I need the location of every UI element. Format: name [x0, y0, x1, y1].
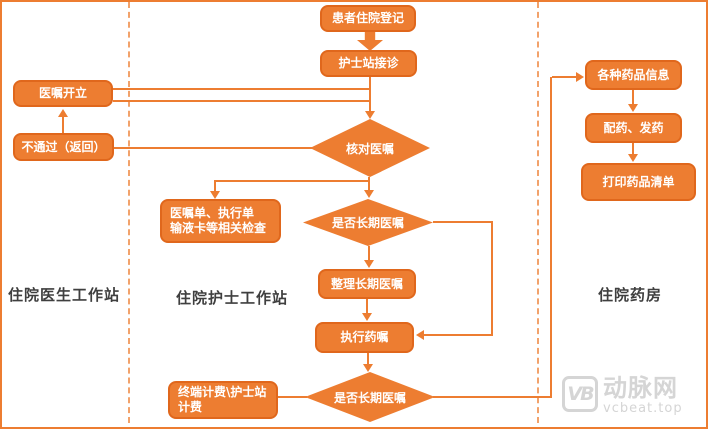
flow-node-label: 配药、发药	[603, 120, 664, 135]
vcbeat-logo: VB 动脉网 vcbeat.top	[562, 376, 683, 415]
flow-node-nurse-reception: 护士站接诊	[320, 50, 417, 77]
arrowhead-into-print	[628, 154, 638, 162]
connector-order-creation-out	[113, 100, 371, 102]
vcbeat-logo-mark-icon: VB	[562, 376, 598, 412]
arrowhead-into-organize	[364, 260, 374, 268]
flow-node-patient-registration: 患者住院登记	[320, 5, 416, 32]
decision-label: 是否长期医嘱	[331, 216, 404, 230]
flow-node-label: 整理长期医嘱	[330, 276, 403, 291]
connector-to-druginfo-h	[552, 76, 578, 78]
decision-label: 是否长期医嘱	[333, 390, 406, 405]
connector-reception-to-order-creation	[113, 88, 371, 90]
connector-verify-to-longterm1	[368, 177, 370, 192]
flow-node-label: 医嘱开立	[38, 86, 87, 100]
block-arrow-registration-to-reception	[357, 31, 383, 51]
connector-longterm1-right-h	[433, 221, 493, 223]
flow-node-label: 护士站接诊	[338, 56, 399, 70]
arrowhead-into-execute	[362, 313, 372, 321]
section-divider-doctor-nurse	[128, 2, 130, 423]
connector-longterm1-to-organize	[368, 246, 370, 261]
arrowhead-into-order-creation	[58, 109, 68, 117]
flow-node-label-line1: 终端计费\护士站	[178, 385, 267, 399]
decision-is-longterm-2: 是否长期医嘱	[305, 372, 435, 422]
flow-node-print-drug-list: 打印药品清单	[581, 163, 696, 201]
connector-verify-to-notpassed	[114, 147, 312, 149]
flow-node-label: 各种药品信息	[597, 67, 670, 82]
connector-longterm1-to-execute-h	[424, 334, 493, 336]
connector-execute-to-longterm2	[367, 353, 369, 366]
flow-node-label-line2: 输液卡等相关检查	[170, 221, 267, 235]
vcbeat-logo-url: vcbeat.top	[603, 401, 683, 416]
connector-druginfo-to-dispense	[632, 90, 634, 105]
flow-node-order-sheets: 医嘱单、执行单 输液卡等相关检查	[160, 199, 281, 243]
connector-branch-to-order-sheets-v	[214, 180, 216, 192]
flow-node-label: 患者住院登记	[331, 11, 404, 25]
connector-to-pharmacy-v	[550, 77, 552, 398]
decision-verify-orders: 核对医嘱	[310, 119, 430, 177]
connector-longterm2-right-h	[433, 396, 552, 398]
arrowhead-into-longterm2	[363, 364, 373, 372]
connector-notpassed-to-order-creation	[62, 116, 64, 133]
flow-node-execute-orders: 执行药嘱	[315, 322, 414, 353]
section-label-nurse-station: 住院护士工作站	[176, 289, 289, 307]
flow-node-order-creation: 医嘱开立	[13, 80, 113, 107]
arrowhead-into-dispense	[628, 104, 638, 112]
connector-longterm2-to-billing	[278, 396, 307, 398]
arrowhead-into-order-sheets	[210, 191, 220, 199]
vcbeat-logo-brand: 动脉网	[603, 374, 678, 402]
connector-branch-to-order-sheets-h	[214, 180, 370, 182]
section-divider-nurse-pharmacy	[537, 2, 539, 423]
arrowhead-into-verify-orders	[365, 111, 375, 119]
flow-node-organize-longterm: 整理长期医嘱	[318, 269, 416, 299]
flow-node-drug-info: 各种药品信息	[585, 60, 682, 90]
connector-longterm1-right-v	[491, 221, 493, 336]
flow-node-label: 执行药嘱	[340, 330, 389, 344]
connector-reception-to-verify	[369, 77, 371, 113]
section-label-pharmacy: 住院药房	[598, 286, 663, 304]
arrowhead-into-drug-info	[576, 72, 584, 82]
arrowhead-into-execute-right	[416, 330, 424, 340]
connector-organize-to-execute	[366, 299, 368, 314]
decision-label: 核对医嘱	[345, 141, 394, 156]
flow-node-label-line2: 计费	[178, 400, 203, 414]
flow-node-label-line1: 医嘱单、执行单	[170, 206, 255, 220]
vcbeat-logo-text: 动脉网 vcbeat.top	[603, 376, 683, 415]
flow-node-terminal-billing: 终端计费\护士站 计费	[168, 381, 278, 419]
connector-dispense-to-print	[632, 143, 634, 156]
flow-node-label: 不通过（返回）	[21, 139, 106, 154]
decision-is-longterm-1: 是否长期医嘱	[303, 199, 433, 246]
flow-node-dispense: 配药、发药	[585, 113, 682, 143]
arrowhead-into-longterm1	[364, 190, 374, 198]
flow-node-label: 打印药品清单	[602, 174, 675, 189]
section-label-doctor-station: 住院医生工作站	[8, 286, 121, 304]
flow-node-not-passed: 不通过（返回）	[13, 133, 114, 161]
